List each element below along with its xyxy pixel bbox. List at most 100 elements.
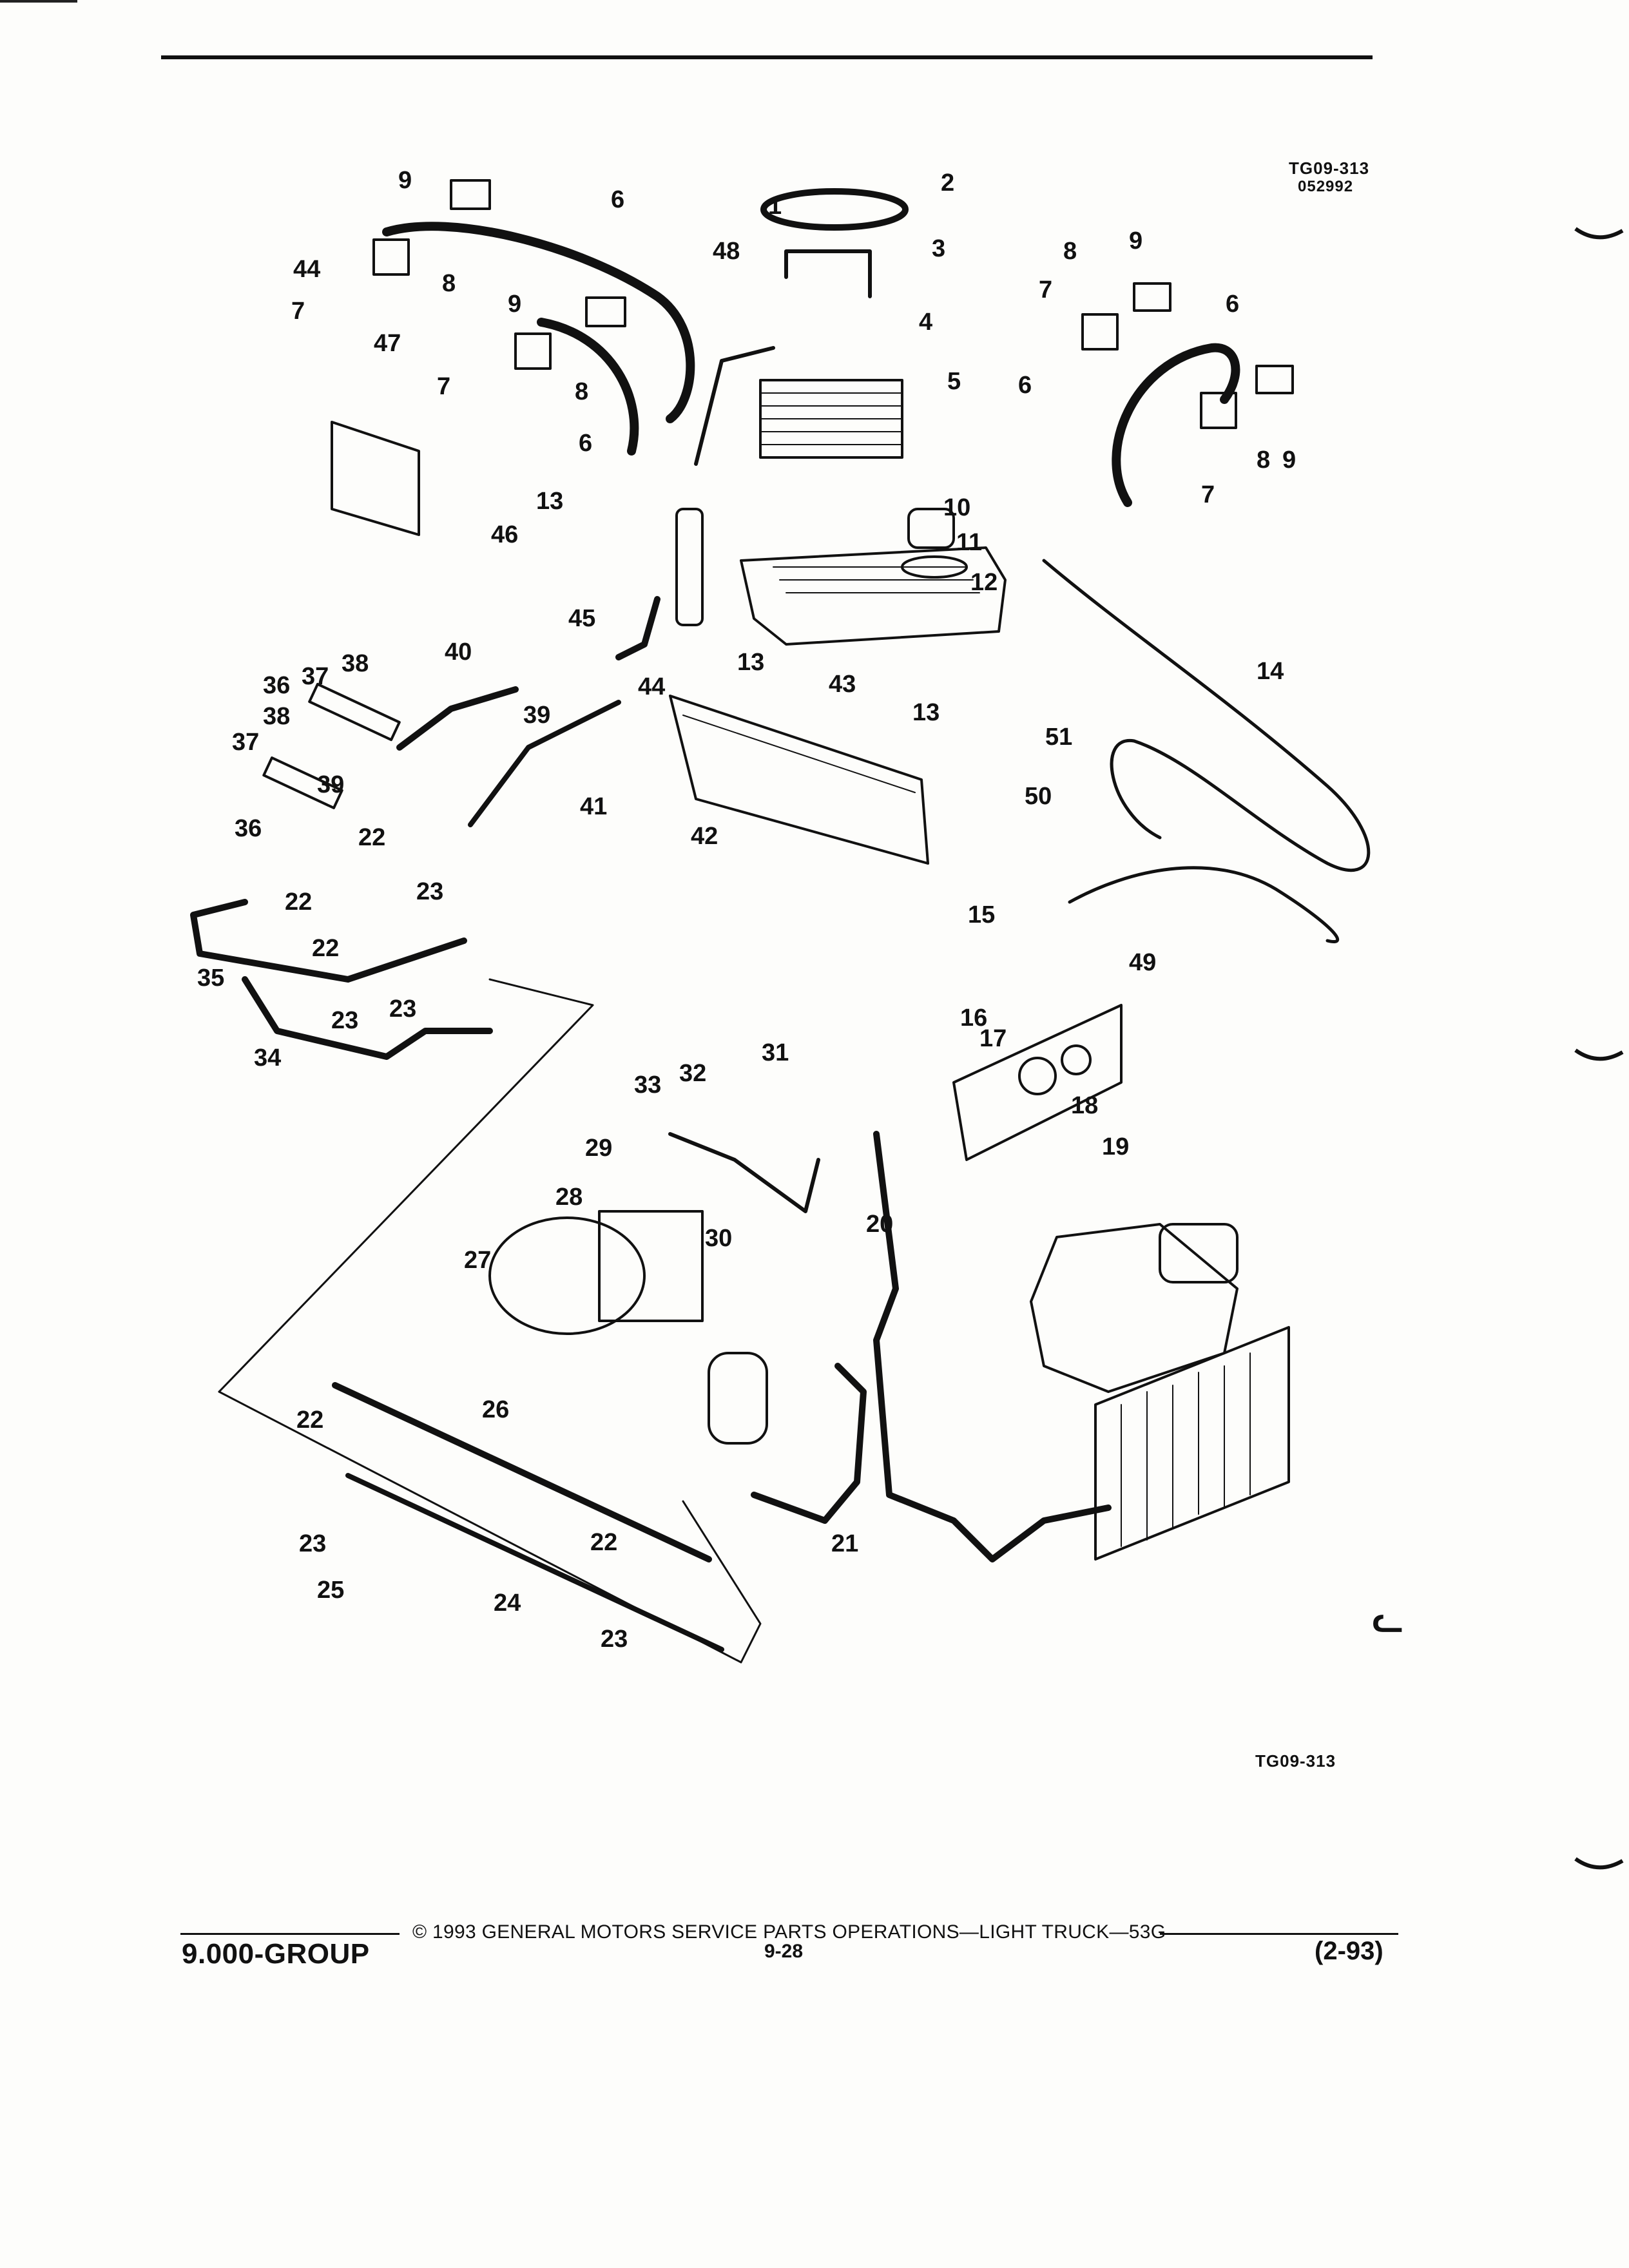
- callout-32: 32: [679, 1060, 706, 1087]
- callout-27: 27: [464, 1247, 491, 1274]
- callout-38b: 38: [263, 703, 290, 730]
- callout-9c: 9: [1129, 227, 1142, 255]
- callout-41: 41: [580, 793, 607, 820]
- panel-16: [952, 1004, 1123, 1161]
- receiver-drier: [708, 1352, 768, 1445]
- callout-11: 11: [956, 529, 982, 556]
- line-26: [332, 1382, 712, 1562]
- callout-9b: 9: [508, 291, 521, 318]
- callout-26: 26: [482, 1396, 509, 1423]
- footer-date: (2-93): [1315, 1937, 1383, 1965]
- callout-47: 47: [374, 330, 401, 357]
- bracket-3: [784, 249, 872, 298]
- callout-9d: 9: [1282, 447, 1296, 474]
- callout-45: 45: [568, 605, 595, 632]
- callout-17: 17: [979, 1025, 1007, 1052]
- footer-page-number: 9-28: [764, 1941, 804, 1962]
- ring-11: [901, 555, 968, 579]
- callout-36a: 36: [263, 672, 290, 699]
- blower-motor-10: [907, 508, 955, 549]
- footer-rule-right: [1160, 1933, 1398, 1935]
- brand-mark: ᓚ: [1373, 1599, 1403, 1639]
- vent-9-left: [585, 296, 626, 327]
- engine: [1030, 1223, 1239, 1393]
- filter-panel-46: [331, 421, 420, 536]
- callout-23c: 23: [389, 995, 416, 1023]
- vent-9-top: [450, 179, 491, 210]
- harness-14: [1042, 559, 1371, 872]
- harness-branch: [1068, 866, 1340, 943]
- callout-layer: 9 44 7 47 8 6 9 7 8 6 1 2 48 3 4 5 8 9 7…: [197, 167, 1296, 1653]
- callout-50: 50: [1025, 783, 1052, 810]
- callout-21: 21: [831, 1530, 858, 1557]
- line-35: [190, 899, 467, 983]
- callout-13c: 13: [912, 699, 940, 726]
- callout-5: 5: [947, 368, 961, 395]
- callout-36b: 36: [235, 815, 262, 842]
- binding-hole-mark-2: [1574, 1048, 1624, 1061]
- footer-copyright: © 1993 GENERAL MOTORS SERVICE PARTS OPER…: [412, 1921, 1166, 1943]
- vent-9-right-top: [1133, 282, 1171, 312]
- callout-49: 49: [1129, 949, 1156, 976]
- callout-23a: 23: [416, 878, 443, 905]
- callout-38a: 38: [342, 650, 369, 677]
- callout-6c: 6: [1226, 291, 1239, 318]
- callout-37a: 37: [302, 663, 329, 690]
- callout-48: 48: [713, 238, 740, 265]
- binding-hole-mark-1: [1574, 227, 1624, 240]
- callout-44a: 44: [293, 256, 320, 283]
- compressor: [488, 1216, 646, 1335]
- corner-mark: [0, 0, 77, 3]
- callout-14: 14: [1257, 658, 1284, 685]
- callout-8c: 8: [1063, 238, 1077, 265]
- callout-6b: 6: [579, 430, 592, 457]
- binding-hole-mark-3: [1574, 1857, 1624, 1870]
- vent-9-right: [1255, 365, 1294, 394]
- callout-9a: 9: [398, 167, 412, 194]
- figure-date-top: 052992: [1298, 178, 1354, 195]
- callout-6d: 6: [1018, 372, 1032, 399]
- callout-16: 16: [960, 1004, 987, 1032]
- footer-group: 9.000-GROUP: [182, 1938, 370, 1970]
- line-21: [751, 1363, 867, 1524]
- figure-code-top: TG09-313: [1289, 159, 1370, 178]
- bracket-37-lower: [262, 756, 343, 809]
- callout-29: 29: [585, 1135, 612, 1162]
- callout-7b: 7: [437, 373, 450, 400]
- outlet-8-right: [1081, 313, 1119, 351]
- condenser: [1094, 1326, 1290, 1561]
- callout-39b: 39: [317, 771, 344, 798]
- callout-22e: 22: [590, 1529, 617, 1556]
- callout-40: 40: [445, 639, 472, 666]
- figure-code-caption: TG09-313: [1255, 1751, 1336, 1771]
- compressor-bracket-28: [598, 1210, 704, 1322]
- callout-22a: 22: [358, 824, 385, 851]
- callout-34: 34: [254, 1044, 281, 1072]
- callout-15: 15: [968, 901, 995, 928]
- line-34: [242, 976, 493, 1060]
- callout-1: 1: [768, 193, 782, 220]
- callout-28: 28: [555, 1184, 583, 1211]
- callout-23d: 23: [299, 1530, 326, 1557]
- callout-8b: 8: [575, 378, 588, 405]
- callout-24: 24: [494, 1590, 521, 1617]
- callout-7a: 7: [291, 298, 305, 325]
- callout-33: 33: [634, 1072, 661, 1099]
- line-40: [396, 686, 519, 751]
- callout-7c: 7: [1039, 276, 1052, 303]
- callout-46: 46: [491, 521, 518, 548]
- callout-43: 43: [829, 671, 856, 698]
- bracket-37-upper: [308, 682, 401, 742]
- callout-7d: 7: [1201, 481, 1215, 508]
- callout-51: 51: [1045, 724, 1072, 751]
- callout-23e: 23: [601, 1626, 628, 1653]
- line-20: [668, 1132, 820, 1213]
- callout-13b: 13: [737, 649, 764, 676]
- callout-19: 19: [1102, 1133, 1129, 1160]
- case-12: [740, 546, 1007, 646]
- seal-2: [760, 188, 909, 231]
- callout-25: 25: [317, 1577, 344, 1604]
- duct-hose-upper-left: [382, 222, 695, 423]
- callout-35: 35: [197, 965, 224, 992]
